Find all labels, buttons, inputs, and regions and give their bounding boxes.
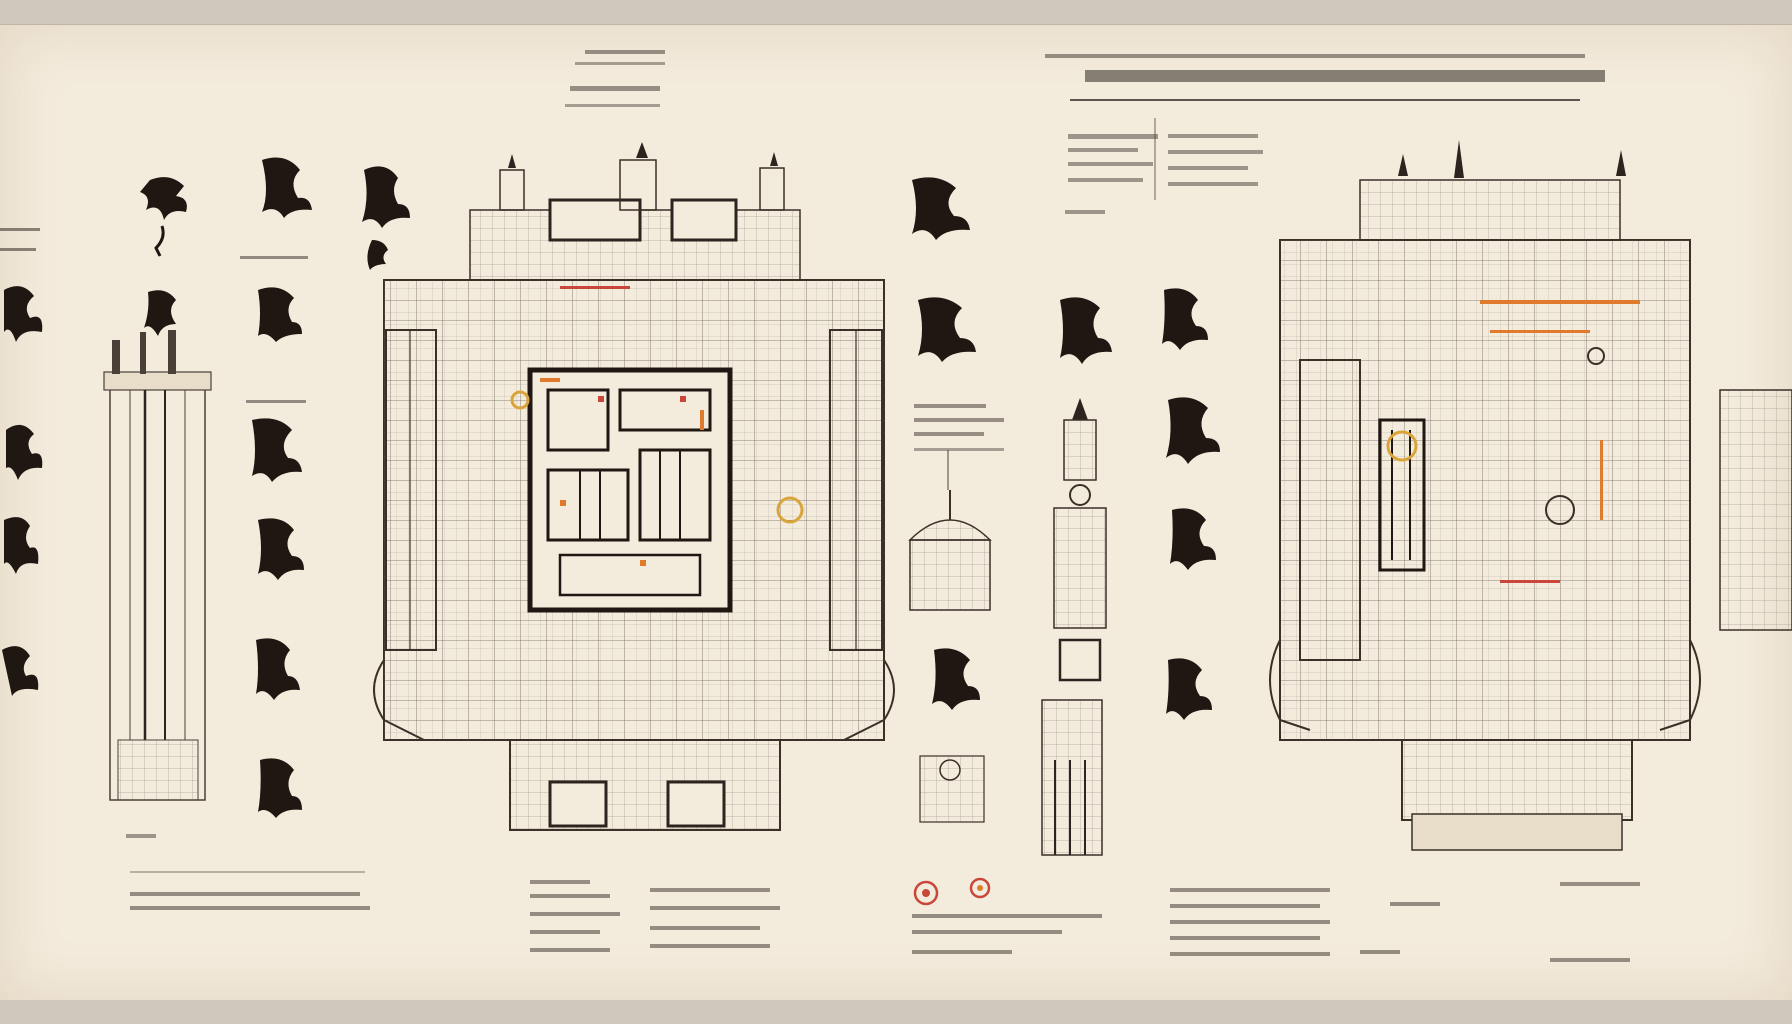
domed-pavilion [908,490,992,823]
pillar-elevation [103,330,212,838]
bottom-frame-strip [0,1000,1792,1024]
left-edge-calligraphy [0,228,43,696]
calligraphy-column-5 [1060,288,1220,720]
middle-notes [914,404,1004,490]
bottom-notes [130,871,1640,962]
header-notes-left [565,50,665,107]
calligraphy-column-1 [140,177,187,336]
header-notes-right [1045,54,1605,214]
top-frame-strip [0,0,1792,24]
main-building-elevation [373,142,895,831]
calligraphy-column-4 [912,177,980,710]
calligraphy-column-2 [240,157,312,818]
right-building-elevation [1269,140,1792,851]
gauge-dial-icon [913,877,991,906]
spire-tower [1041,398,1107,856]
calligraphy-column-3 [362,166,410,270]
